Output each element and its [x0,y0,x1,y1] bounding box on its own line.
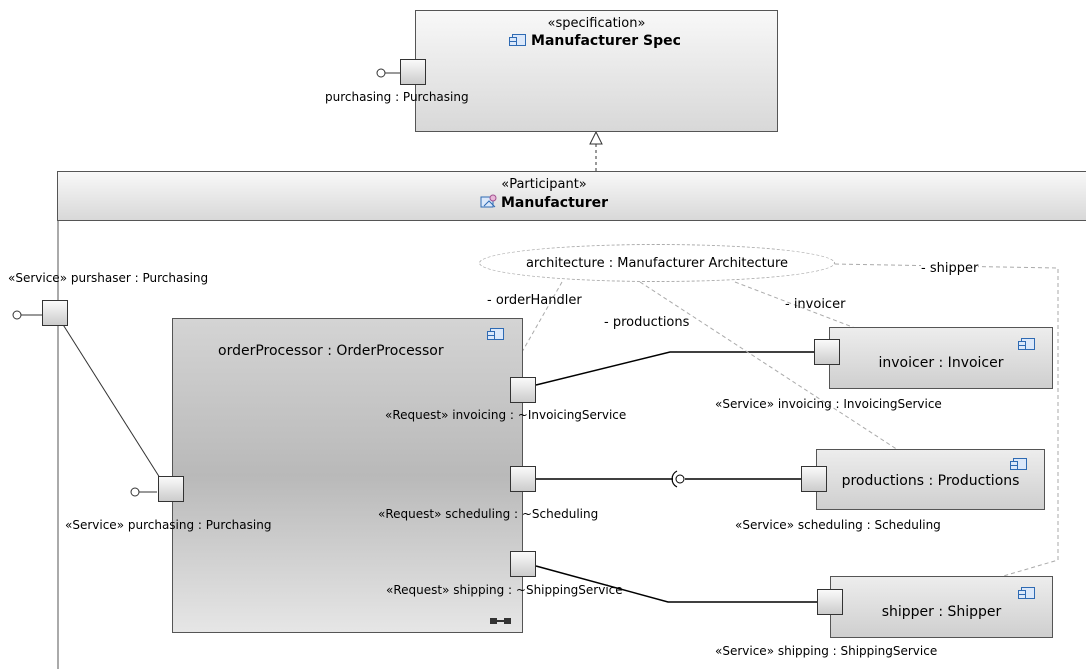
invoicing-port-label: «Request» invoicing : ~InvoicingService [385,408,627,422]
scheduling-ball [675,474,685,484]
shipping-port-label: «Request» shipping : ~ShippingService [386,583,623,597]
shipper-port-label: «Service» shipping : ShippingService [715,644,938,658]
delegation-connector [61,322,161,479]
scheduling-socket [671,470,678,488]
shipping-service-port[interactable] [817,589,843,615]
role-shipper-label: - shipper [921,261,979,276]
collaboration-label: architecture : Manufacturer Architecture [525,256,789,271]
productions-port-label: «Service» scheduling : Scheduling [735,518,941,532]
purshaser-port-label: «Service» purshaser : Purchasing [8,271,209,285]
invoicing-service-port[interactable] [814,339,840,365]
outer-lollipop-ball [12,310,22,320]
invoicer-name: invoicer : Invoicer [878,355,1004,371]
scheduling-request-port[interactable] [510,466,536,492]
order-processor-name: orderProcessor : OrderProcessor [218,343,444,359]
invoicing-connector [535,351,817,386]
participant-header[interactable]: «Participant» Manufacturer [57,171,1086,221]
spec-purchasing-port[interactable] [400,59,426,85]
realization-arrowhead [589,130,603,145]
component-icon [1018,587,1035,599]
scheduling-service-port[interactable] [801,466,827,492]
participant-stereotype: «Participant» [501,177,587,192]
purshaser-service-port[interactable] [42,300,68,326]
invoicing-request-port[interactable] [510,377,536,403]
spec-lollipop-ball [376,68,386,78]
purchasing-lollipop-ball [130,487,140,497]
participant-name: Manufacturer [500,195,609,211]
shipping-connector [535,565,818,603]
role-orderhandler-label: - orderHandler [487,293,582,308]
purchasing-port-label: «Service» purchasing : Purchasing [65,518,272,532]
spec-stereotype: «specification» [547,16,646,31]
spec-port-label: purchasing : Purchasing [325,90,469,104]
component-icon [1010,458,1027,470]
component-icon [1018,338,1035,350]
component-icon [487,328,504,340]
role-invoicer-label: - invoicer [785,297,846,312]
productions-name: productions : Productions [841,473,1020,489]
role-line-invoicer [734,281,856,329]
spec-title-row: Manufacturer Spec [416,33,777,49]
participant-title-row: Manufacturer [1,194,1086,211]
invoicer-port-label: «Service» invoicing : InvoicingService [715,397,942,411]
invoicer-part[interactable]: invoicer : Invoicer [829,327,1053,389]
spec-name: Manufacturer Spec [531,33,681,49]
purchasing-service-port[interactable] [158,476,184,502]
order-processor-part[interactable]: orderProcessor : OrderProcessor [172,318,523,633]
role-line-productions [639,281,899,451]
manufacturer-spec-box[interactable]: «specification» Manufacturer Spec [415,10,778,132]
productions-part[interactable]: productions : Productions [816,449,1045,510]
scheduling-port-label: «Request» scheduling : ~Scheduling [378,507,599,521]
shipping-request-port[interactable] [510,551,536,577]
role-productions-label: - productions [604,315,690,330]
shipper-name: shipper : Shipper [881,604,1002,620]
participant-icon [480,194,497,208]
decomposition-icon [490,618,512,624]
component-icon [509,34,527,46]
shipper-part[interactable]: shipper : Shipper [830,576,1053,638]
architecture-collaboration[interactable]: architecture : Manufacturer Architecture [479,244,835,282]
